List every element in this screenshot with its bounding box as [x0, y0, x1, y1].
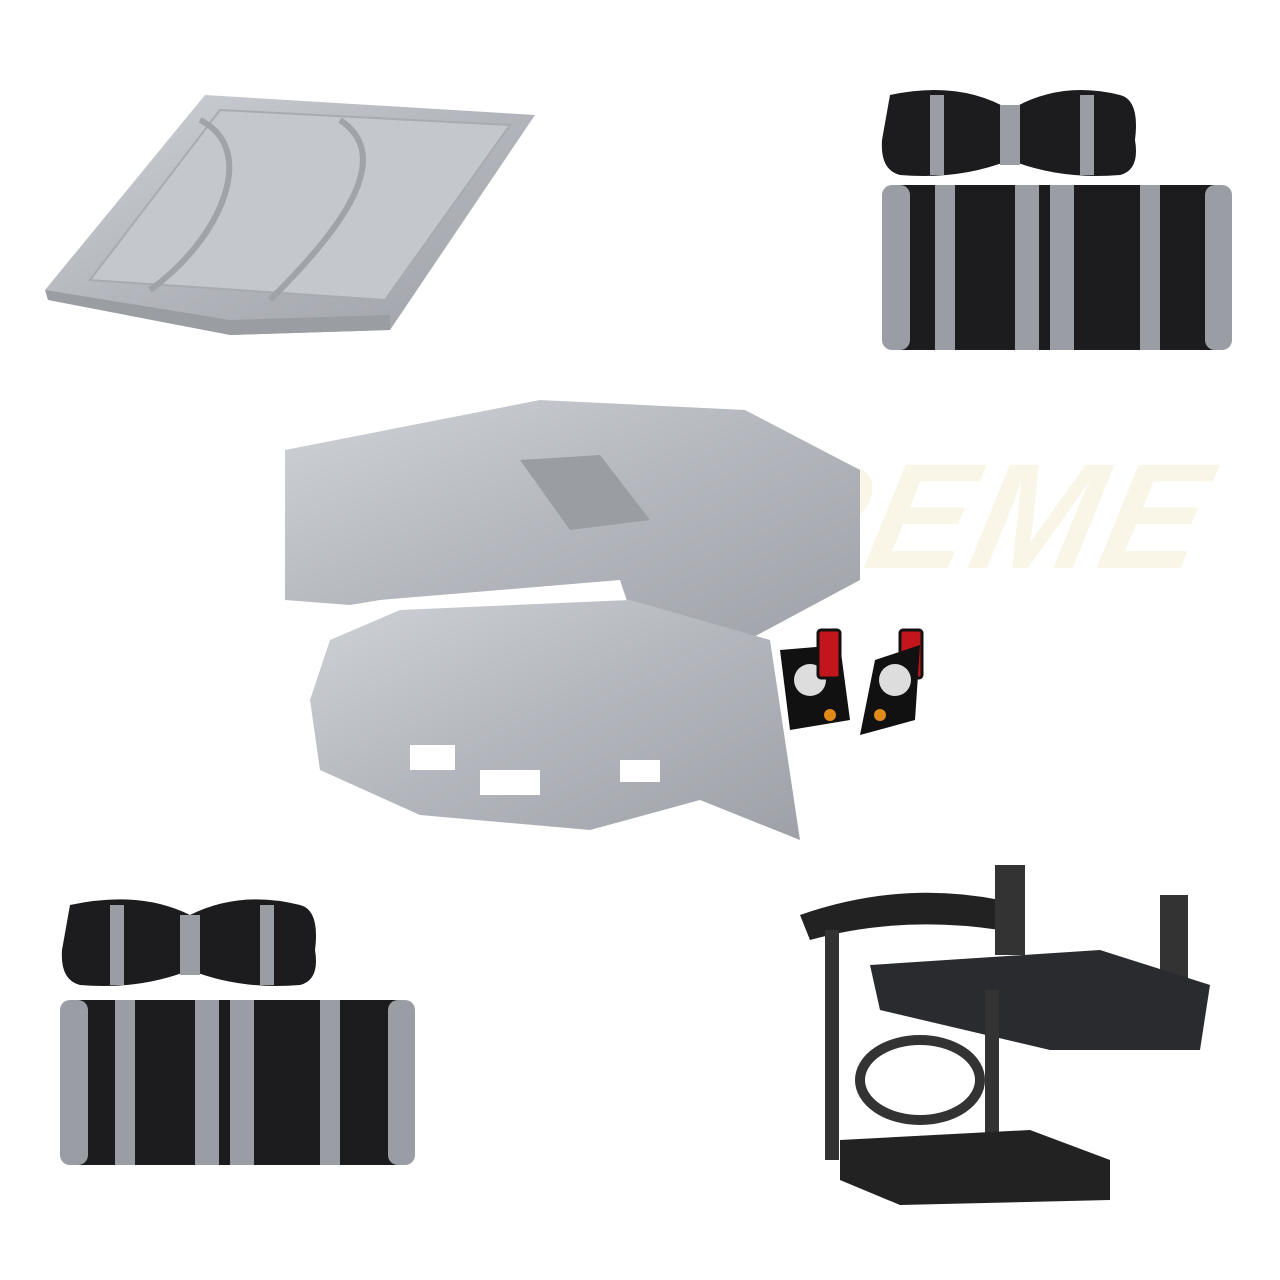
roof-top-image: [45, 95, 535, 335]
body-kit-image: [285, 400, 860, 840]
rear-seat-kit-image: [800, 865, 1210, 1205]
seat-set-top-image: [881, 90, 1232, 350]
light-kit-image: [780, 628, 924, 735]
seat-set-bottom-image: [60, 899, 415, 1165]
